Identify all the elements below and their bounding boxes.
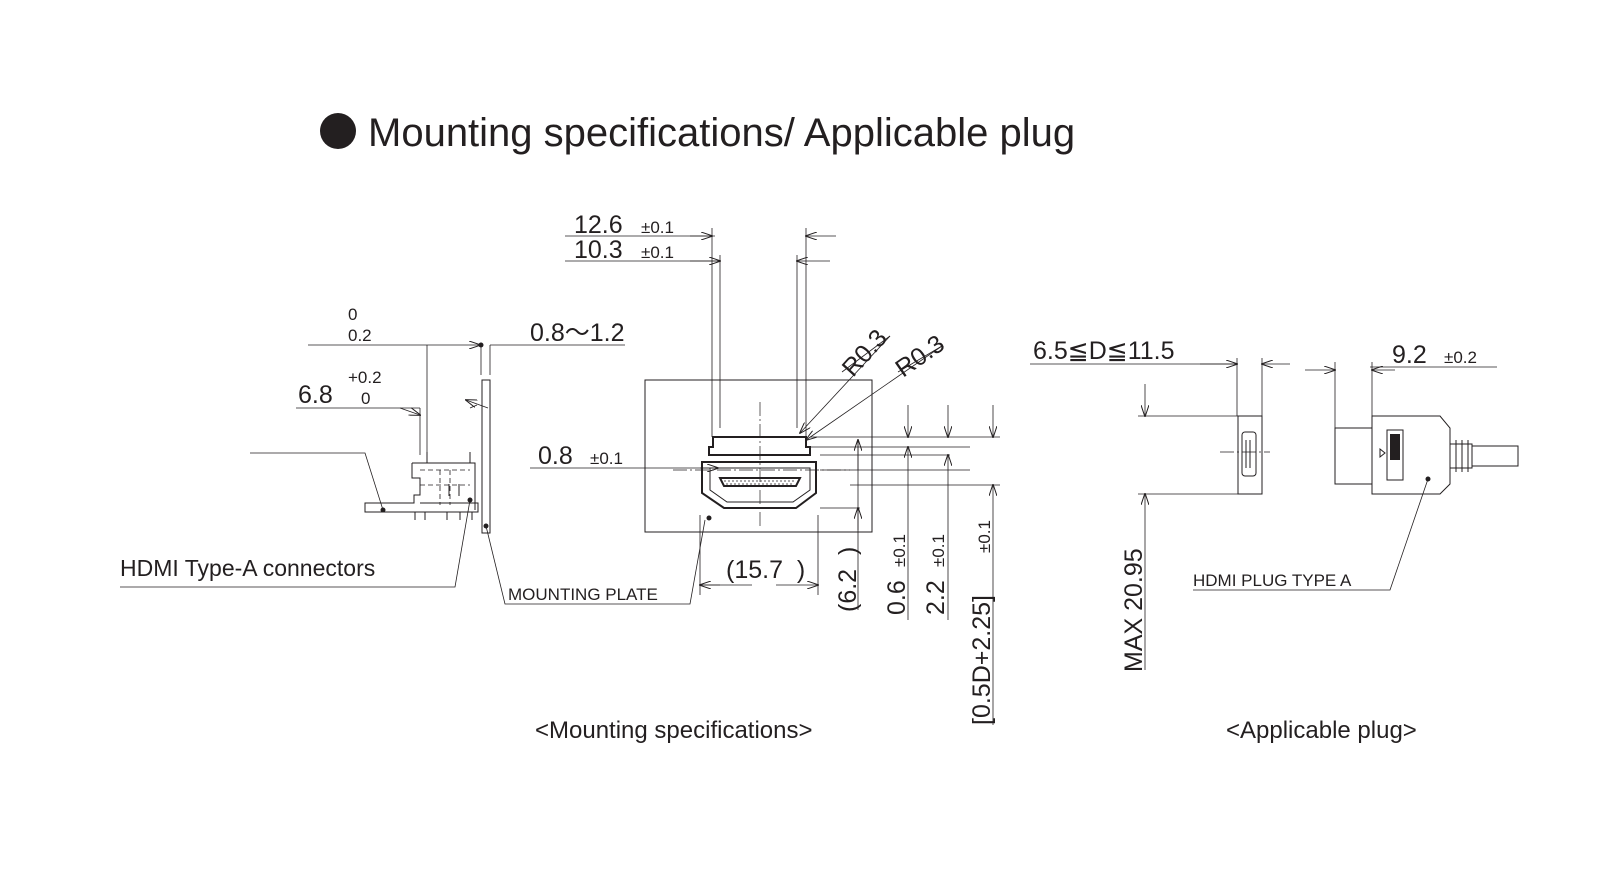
plate-label: MOUNTING PLATE <box>508 585 658 604</box>
page-title: Mounting specifications/ Applicable plug <box>368 111 1075 155</box>
tol-6-8-bottom: 0 <box>361 389 370 408</box>
thickness-range-label: 0.8～1.2 <box>530 319 625 347</box>
dim-0-6: 0.6 <box>883 580 911 615</box>
tol-9-2: ±0.2 <box>1444 348 1477 367</box>
tol-formula: ±0.1 <box>975 520 994 553</box>
dim-range: 6.5≦D≦11.5 <box>1033 337 1175 365</box>
dim-0-8: 0.8 <box>538 442 573 470</box>
tol-0-6: ±0.1 <box>890 534 909 567</box>
dim-formula: [0.5D+2.25] <box>968 595 996 725</box>
mounting-caption: <Mounting specifications> <box>535 717 813 744</box>
plug-label: HDMI PLUG TYPE A <box>1193 571 1352 590</box>
dim-2-2: 2.2 <box>922 580 950 615</box>
plug-caption: <Applicable plug> <box>1226 717 1417 744</box>
dim-6-8: 6.8 <box>298 381 333 409</box>
dim-9-2: 9.2 <box>1392 341 1427 369</box>
plug-view: 6.5≦D≦11.5 9.2 ±0.2 MAX 20.95 HDMI PLUG … <box>1030 337 1519 744</box>
bullet-icon <box>320 113 356 149</box>
dim-10-3: 10.3 <box>574 236 623 264</box>
tol-2-2: ±0.1 <box>929 534 948 567</box>
side-view: 0 0.2 0.8～1.2 6.8 +0.2 0 HDMI Type-A con… <box>120 305 706 605</box>
connector-label: HDMI Type-A connectors <box>120 555 375 581</box>
front-view: 12.6 ±0.1 10.3 ±0.1 R0.3 R0.3 0.8 ±0.1 (… <box>530 211 1000 744</box>
tol-6-8-top: +0.2 <box>348 368 382 387</box>
dim-max: MAX 20.95 <box>1120 548 1148 672</box>
radius-label-2: R0.3 <box>890 330 949 383</box>
tol-12-6: ±0.1 <box>641 218 674 237</box>
tol-10-3: ±0.1 <box>641 243 674 262</box>
dim-15-7: (15.7 ) <box>726 556 805 584</box>
dim-12-6: 12.6 <box>574 211 623 239</box>
tol-bottom-0-2: 0.2 <box>348 326 372 345</box>
tol-top-0: 0 <box>348 305 357 324</box>
dim-6-2: (6.2 ) <box>834 547 862 612</box>
radius-label-1: R0.3 <box>837 324 893 382</box>
tol-0-8: ±0.1 <box>590 449 623 468</box>
